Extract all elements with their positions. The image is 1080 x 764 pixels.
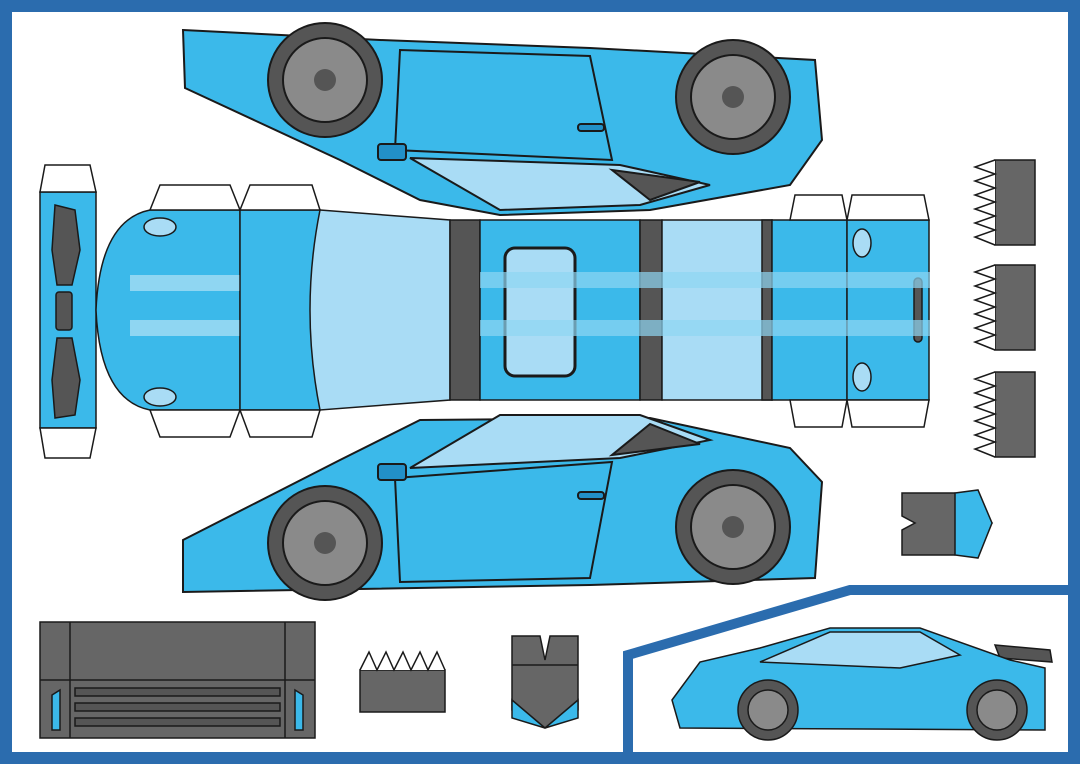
hood-tab <box>148 409 242 438</box>
tail-tab <box>846 194 930 221</box>
preview-frame <box>623 585 1074 758</box>
roof-stripe <box>480 272 930 288</box>
pillar <box>639 219 663 401</box>
side-panel-bottom-vent <box>608 422 701 457</box>
wheel <box>267 485 383 601</box>
nose-tab-bottom <box>39 427 97 459</box>
mirror-piece <box>901 489 994 559</box>
grille-right <box>51 337 81 419</box>
roof-stripe <box>480 320 930 336</box>
side-panel-top-door <box>393 48 614 162</box>
tail-light <box>852 362 872 392</box>
side-panel-top-vent <box>608 168 701 202</box>
nose-tab-top <box>39 164 97 193</box>
hood-stripe <box>130 320 240 336</box>
front-deck <box>239 209 321 411</box>
spoiler-strut-piece <box>511 635 579 729</box>
roof-window <box>503 246 577 378</box>
side-panel-bottom-handle <box>577 491 605 500</box>
side-panel-bottom-mirror <box>377 463 407 481</box>
side-panel-top-mirror <box>377 143 407 161</box>
glue-tab-piece <box>972 371 1036 458</box>
preview-window <box>759 631 963 669</box>
grille-center <box>55 291 73 331</box>
rear-window <box>661 219 773 401</box>
wheel <box>675 39 791 155</box>
preview-rim <box>747 689 789 731</box>
front-deck-tab <box>238 409 322 438</box>
side-panel-bottom-door <box>393 460 614 584</box>
grille-left <box>51 204 81 286</box>
preview-spoiler <box>993 644 1053 663</box>
tail-tab <box>846 399 930 428</box>
pillar <box>449 219 481 401</box>
assembled-car-preview <box>671 627 1053 741</box>
preview-rim <box>976 689 1018 731</box>
front-deck-tab <box>238 184 322 211</box>
rear-deck-tab <box>789 399 848 428</box>
hood <box>95 209 241 411</box>
glue-tab-piece <box>972 264 1036 351</box>
rear-deck <box>771 219 848 401</box>
pillar <box>761 219 773 401</box>
wheel <box>675 469 791 585</box>
roof-strip <box>39 164 930 459</box>
side-panel-top-window <box>409 157 711 212</box>
side-panel-bottom-window <box>409 414 714 469</box>
small-tab-piece <box>359 650 446 713</box>
glue-tab-piece <box>972 159 1036 246</box>
windshield <box>309 209 451 411</box>
wheel <box>267 22 383 138</box>
headlight <box>143 387 177 407</box>
spoiler-piece <box>39 621 316 739</box>
headlight <box>143 217 177 237</box>
hood-stripe <box>130 275 240 291</box>
side-panel-top-handle <box>577 123 605 132</box>
rear-deck-tab <box>789 194 848 221</box>
tail-light <box>852 228 872 258</box>
hood-tab <box>148 184 242 211</box>
